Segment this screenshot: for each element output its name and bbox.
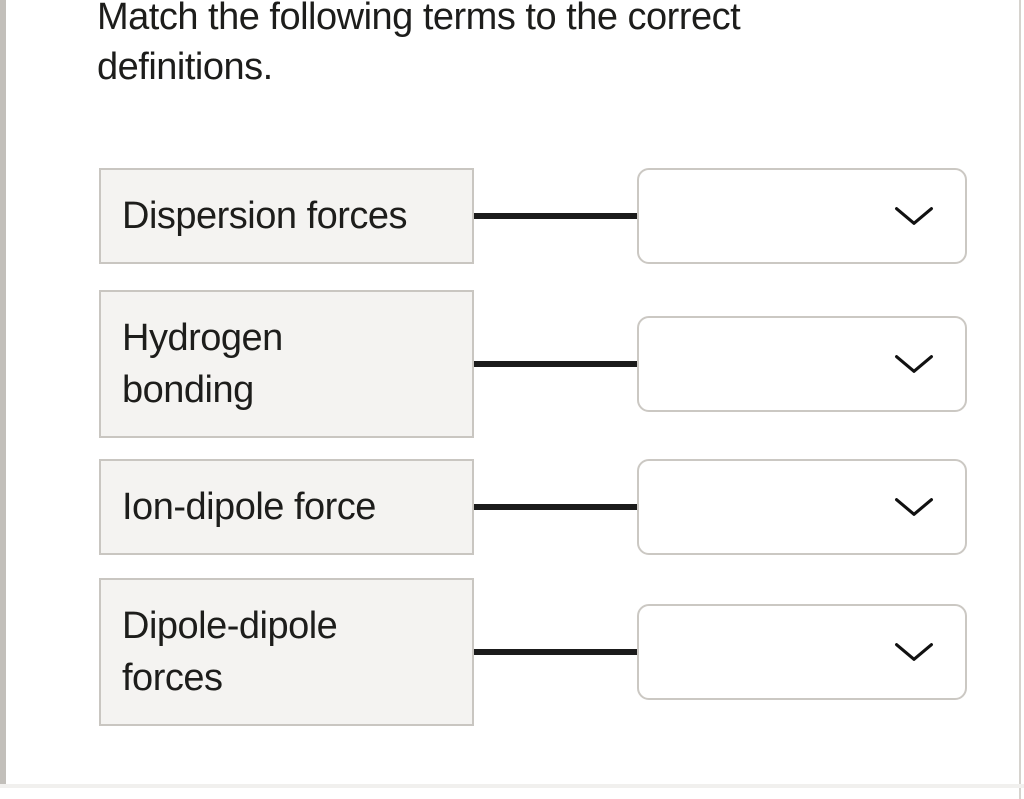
term-label: Ion-dipole force bbox=[122, 486, 376, 528]
chevron-down-icon bbox=[893, 353, 935, 375]
definition-dropdown-4[interactable] bbox=[637, 604, 967, 700]
connector-line bbox=[474, 213, 637, 219]
connector-line bbox=[474, 361, 637, 367]
term-box-ion-dipole-force: Ion-dipole force bbox=[99, 459, 474, 555]
term-label: Dipole-dipole bbox=[122, 605, 338, 647]
match-row: Dipole-dipole forces bbox=[99, 578, 967, 726]
match-row: Hydrogen bonding bbox=[99, 290, 967, 438]
term-label-line2: forces bbox=[122, 657, 223, 699]
definition-dropdown-2[interactable] bbox=[637, 316, 967, 412]
term-box-dispersion-forces: Dispersion forces bbox=[99, 168, 474, 264]
connector-line bbox=[474, 504, 637, 510]
definition-dropdown-1[interactable] bbox=[637, 168, 967, 264]
page-left-edge-strip bbox=[0, 0, 6, 786]
chevron-down-icon bbox=[893, 496, 935, 518]
connector-line bbox=[474, 649, 637, 655]
definition-dropdown-3[interactable] bbox=[637, 459, 967, 555]
term-label-line2: bonding bbox=[122, 369, 254, 411]
match-row: Dispersion forces bbox=[99, 168, 967, 264]
bottom-divider bbox=[0, 784, 1024, 788]
term-label: Hydrogen bbox=[122, 317, 283, 359]
question-prompt: Match the following terms to the correct… bbox=[97, 0, 741, 88]
page-right-border bbox=[1019, 0, 1021, 799]
term-box-hydrogen-bonding: Hydrogen bonding bbox=[99, 290, 474, 438]
term-label: Dispersion forces bbox=[122, 195, 408, 237]
term-box-dipole-dipole-forces: Dipole-dipole forces bbox=[99, 578, 474, 726]
chevron-down-icon bbox=[893, 641, 935, 663]
match-row: Ion-dipole force bbox=[99, 459, 967, 555]
chevron-down-icon bbox=[893, 205, 935, 227]
